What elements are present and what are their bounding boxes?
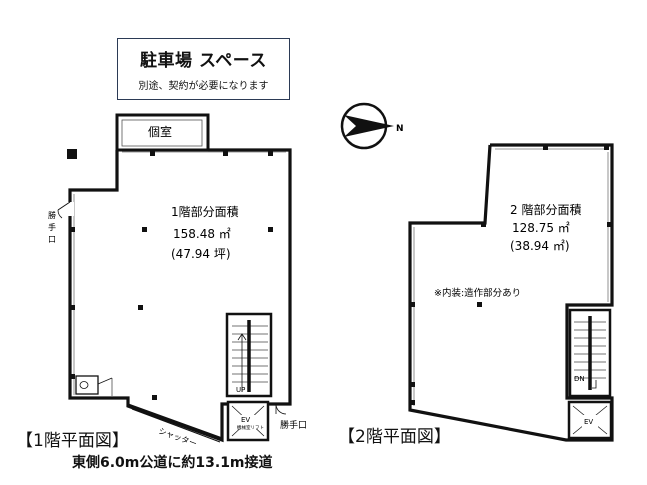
- room-label: 個室: [148, 124, 172, 139]
- floor2-area-tsubo: (38.94 ㎡): [510, 239, 570, 253]
- floor1-ev-label: EV: [241, 416, 250, 424]
- floor1-ev-sub-label: 機械室リフト: [237, 424, 264, 431]
- floor2-area-sqm: 128.75 ㎡: [512, 221, 570, 235]
- parking-notice-box: 駐車場 スペース 別途、契約が必要になります: [117, 38, 290, 100]
- north-label: N: [396, 124, 404, 134]
- floor1-stair-label: UP: [236, 386, 245, 394]
- floor2-stair-label: DN: [574, 375, 585, 383]
- road-access-note: 東側6.0m公道に約13.1m接道: [72, 455, 273, 471]
- floor1-heading: 【1階平面図】: [16, 431, 129, 451]
- floor1-area-title: 1階部分面積: [171, 204, 239, 219]
- floor2-ev-label: EV: [584, 418, 593, 426]
- floor2-plan: DN EV 2 階部分面積 128.75 ㎡ (38.94 ㎡) ※内装:造作部…: [408, 143, 614, 442]
- floor1-area-tsubo: (47.94 坪): [171, 247, 231, 261]
- parking-title: 駐車場 スペース: [140, 51, 267, 71]
- side-door-char-1: 勝: [48, 210, 56, 220]
- side-door-char-3: 口: [48, 235, 56, 244]
- floor1-plan: UP EV 機械室リフト 個室 1階部分面積 158.48 ㎡ (47.94 坪…: [48, 113, 307, 449]
- floor1-area-sqm: 158.48 ㎡: [173, 227, 231, 241]
- compass-icon: N: [340, 102, 404, 150]
- floor2-heading: 【2階平面図】: [338, 427, 451, 447]
- bottom-door-label: 勝手口: [280, 419, 307, 431]
- interior-note: ※内装:造作部分あり: [434, 287, 521, 299]
- floor2-area-title: 2 階部分面積: [510, 202, 581, 217]
- parking-subtitle: 別途、契約が必要になります: [138, 81, 269, 92]
- side-door-char-2: 手: [48, 222, 56, 232]
